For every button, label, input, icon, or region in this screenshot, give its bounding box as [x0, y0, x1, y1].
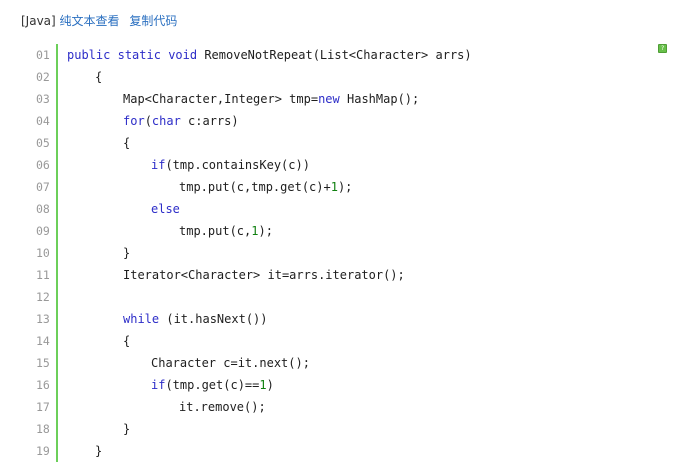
keyword-token: for	[123, 114, 145, 128]
language-label: [Java]	[21, 14, 56, 28]
line-number: 10	[36, 246, 50, 260]
code-line: 08 else	[21, 198, 661, 220]
code-line: 07 tmp.put(c,tmp.get(c)+1);	[21, 176, 661, 198]
keyword-token: else	[151, 202, 180, 216]
keyword-token: static	[117, 48, 161, 62]
code-token: );	[258, 224, 273, 238]
code-line: 10}	[21, 242, 661, 264]
code-token: c:arrs)	[180, 114, 239, 128]
code-line: 04 for(char c:arrs)	[21, 110, 661, 132]
keyword-token: while	[123, 312, 160, 326]
code-line: 14 {	[21, 330, 661, 352]
keyword-token: char	[151, 114, 181, 128]
code-text: Character c=it.next();	[151, 352, 310, 374]
code-text: {	[123, 132, 130, 154]
code-line: 12	[21, 286, 661, 308]
code-token: tmp.put(c,	[179, 224, 252, 238]
copy-badge-icon[interactable]: ?	[658, 44, 667, 53]
code-token: }	[123, 422, 131, 436]
code-line: 15 Character c=it.next();	[21, 352, 661, 374]
keyword-token: if	[151, 158, 166, 172]
line-number: 08	[36, 202, 50, 216]
line-number: 13	[36, 312, 50, 326]
line-number: 07	[36, 180, 50, 194]
code-text: for(char c:arrs)	[123, 110, 239, 132]
code-line: 03 Map<Character,Integer> tmp=new HashMap…	[21, 88, 661, 110]
code-line: 18}	[21, 418, 661, 440]
line-number: 16	[36, 378, 50, 392]
code-line: 01 public static void RemoveNotRepeat(Lis…	[21, 44, 661, 66]
code-token: }	[123, 246, 131, 260]
code-token: {	[123, 136, 131, 150]
code-line: 09 tmp.put(c,1);	[21, 220, 661, 242]
code-token: )	[266, 378, 274, 392]
line-number: 06	[36, 158, 50, 172]
code-token: Character c=it.next();	[151, 356, 310, 370]
copy-code-link[interactable]: 复制代码	[129, 14, 178, 28]
code-token: RemoveNotRepeat(List<Character> arrs)	[197, 48, 472, 62]
code-token: }	[95, 444, 103, 458]
code-text: public static void RemoveNotRepeat(List<…	[67, 44, 472, 66]
code-line: 11 Iterator<Character> it=arrs.iterator()…	[21, 264, 661, 286]
code-token: (tmp.get(c)==	[165, 378, 260, 392]
code-text: if(tmp.containsKey(c))	[151, 154, 310, 176]
code-token: HashMap();	[339, 92, 420, 106]
code-text: }	[95, 440, 102, 462]
code-text: }	[123, 418, 130, 440]
keyword-token: void	[168, 48, 198, 62]
line-number: 18	[36, 422, 50, 436]
code-token: {	[123, 334, 131, 348]
code-token: (tmp.containsKey(c))	[165, 158, 310, 172]
code-line: 02 {	[21, 66, 661, 88]
code-line: 05 {	[21, 132, 661, 154]
keyword-token: if	[151, 378, 166, 392]
code-line: 16 if(tmp.get(c)==1)	[21, 374, 661, 396]
code-line: 17 it.remove();	[21, 396, 661, 418]
line-number: 14	[36, 334, 50, 348]
code-token: Map<Character,Integer> tmp=	[123, 92, 319, 106]
code-text: Iterator<Character> it=arrs.iterator();	[123, 264, 405, 286]
code-token: tmp.put(c,tmp.get(c)+	[179, 180, 331, 194]
line-number: 19	[36, 444, 50, 458]
line-number: 12	[36, 290, 50, 304]
keyword-token: new	[318, 92, 340, 106]
line-number: 02	[36, 70, 50, 84]
code-text: it.remove();	[179, 396, 266, 418]
line-number: 01	[36, 48, 50, 62]
code-block: 01 public static void RemoveNotRepeat(Lis…	[21, 44, 661, 467]
line-number: 04	[36, 114, 50, 128]
number-token: 1	[330, 180, 338, 194]
gutter-bar	[56, 44, 58, 462]
code-text: tmp.put(c,tmp.get(c)+1);	[179, 176, 352, 198]
line-number: 09	[36, 224, 50, 238]
code-text: if(tmp.get(c)==1)	[151, 374, 274, 396]
number-token: 1	[251, 224, 259, 238]
code-text: else	[151, 198, 180, 220]
code-text: {	[123, 330, 130, 352]
code-token	[110, 48, 117, 62]
code-token: (	[144, 114, 152, 128]
code-line: 13 while (it.hasNext())	[21, 308, 661, 330]
code-text: while (it.hasNext())	[123, 308, 268, 330]
code-text: }	[123, 242, 130, 264]
code-token: );	[337, 180, 353, 194]
code-text: {	[95, 66, 102, 88]
line-number: 03	[36, 92, 50, 106]
line-number: 17	[36, 400, 50, 414]
line-number: 05	[36, 136, 50, 150]
code-token: it.remove();	[179, 400, 266, 414]
keyword-token: public	[67, 48, 111, 62]
number-token: 1	[259, 378, 267, 392]
line-number: 15	[36, 356, 50, 370]
code-token: (it.hasNext())	[159, 312, 268, 326]
code-toolbar: [Java] 纯文本查看 复制代码	[21, 13, 177, 29]
code-text: Map<Character,Integer> tmp=new HashMap()…	[123, 88, 419, 110]
plain-text-view-link[interactable]: 纯文本查看	[59, 14, 120, 28]
code-line: 06 if(tmp.containsKey(c))	[21, 154, 661, 176]
code-line: 19}	[21, 440, 661, 462]
code-token: {	[95, 70, 103, 84]
line-number: 11	[36, 268, 50, 282]
code-text: tmp.put(c,1);	[179, 220, 273, 242]
code-token: Iterator<Character> it=arrs.iterator();	[123, 268, 405, 282]
